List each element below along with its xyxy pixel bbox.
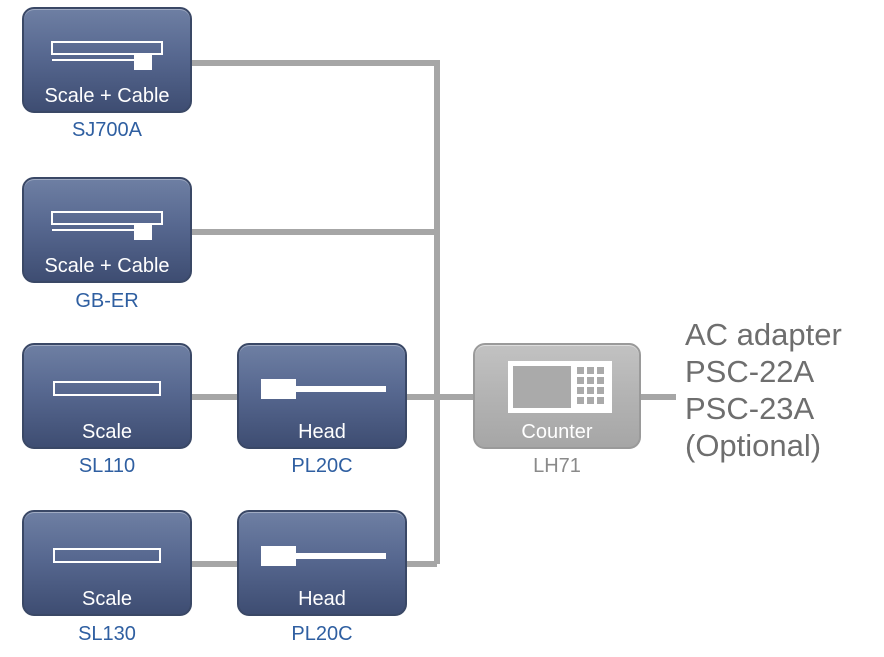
scale-cable-unit-gb-er: Scale + Cable [22, 177, 192, 283]
head-icon [261, 379, 386, 399]
unit-label: Scale + Cable [44, 255, 170, 277]
scale-with-cable-icon [51, 211, 163, 240]
model-sl130: SL130 [78, 623, 136, 645]
unit-label: Scale [81, 588, 133, 610]
scale-bar-icon [53, 548, 161, 563]
scale-cable-unit-sj700a: Scale + Cable [22, 7, 192, 113]
model-lh71: LH71 [533, 455, 581, 477]
model-gb-er: GB-ER [75, 290, 139, 312]
adapter-line-3: PSC-23A [685, 391, 815, 426]
scale-unit-sl130: Scale [22, 510, 192, 616]
adapter-line-1: AC adapter [685, 317, 842, 352]
adapter-line-4: (Optional) [685, 428, 822, 463]
adapter-line-2: PSC-22A [685, 354, 815, 389]
ac-adapter-note: AC adapter PSC-22A PSC-23A (Optional) [685, 316, 842, 464]
model-sl110: SL110 [78, 455, 136, 477]
wire-sj700a [190, 60, 440, 564]
scale-unit-sl110: Scale [22, 343, 192, 449]
head-unit-pl20c-1: Head [237, 343, 407, 449]
head-icon [261, 546, 386, 566]
unit-label: Scale + Cable [44, 85, 170, 107]
counter-label: Counter [521, 421, 593, 443]
head-unit-pl20c-2: Head [237, 510, 407, 616]
unit-label: Head [298, 588, 346, 610]
model-pl20c-1: PL20C [291, 455, 353, 477]
scale-with-cable-icon [51, 41, 163, 70]
counter-unit-lh71: Counter [473, 343, 641, 449]
counter-display-icon [508, 361, 612, 413]
scale-bar-icon [53, 381, 161, 396]
model-sj700a: SJ700A [71, 119, 143, 141]
unit-label: Head [298, 421, 346, 443]
unit-label: Scale [81, 421, 133, 443]
model-pl20c-2: PL20C [291, 623, 353, 645]
